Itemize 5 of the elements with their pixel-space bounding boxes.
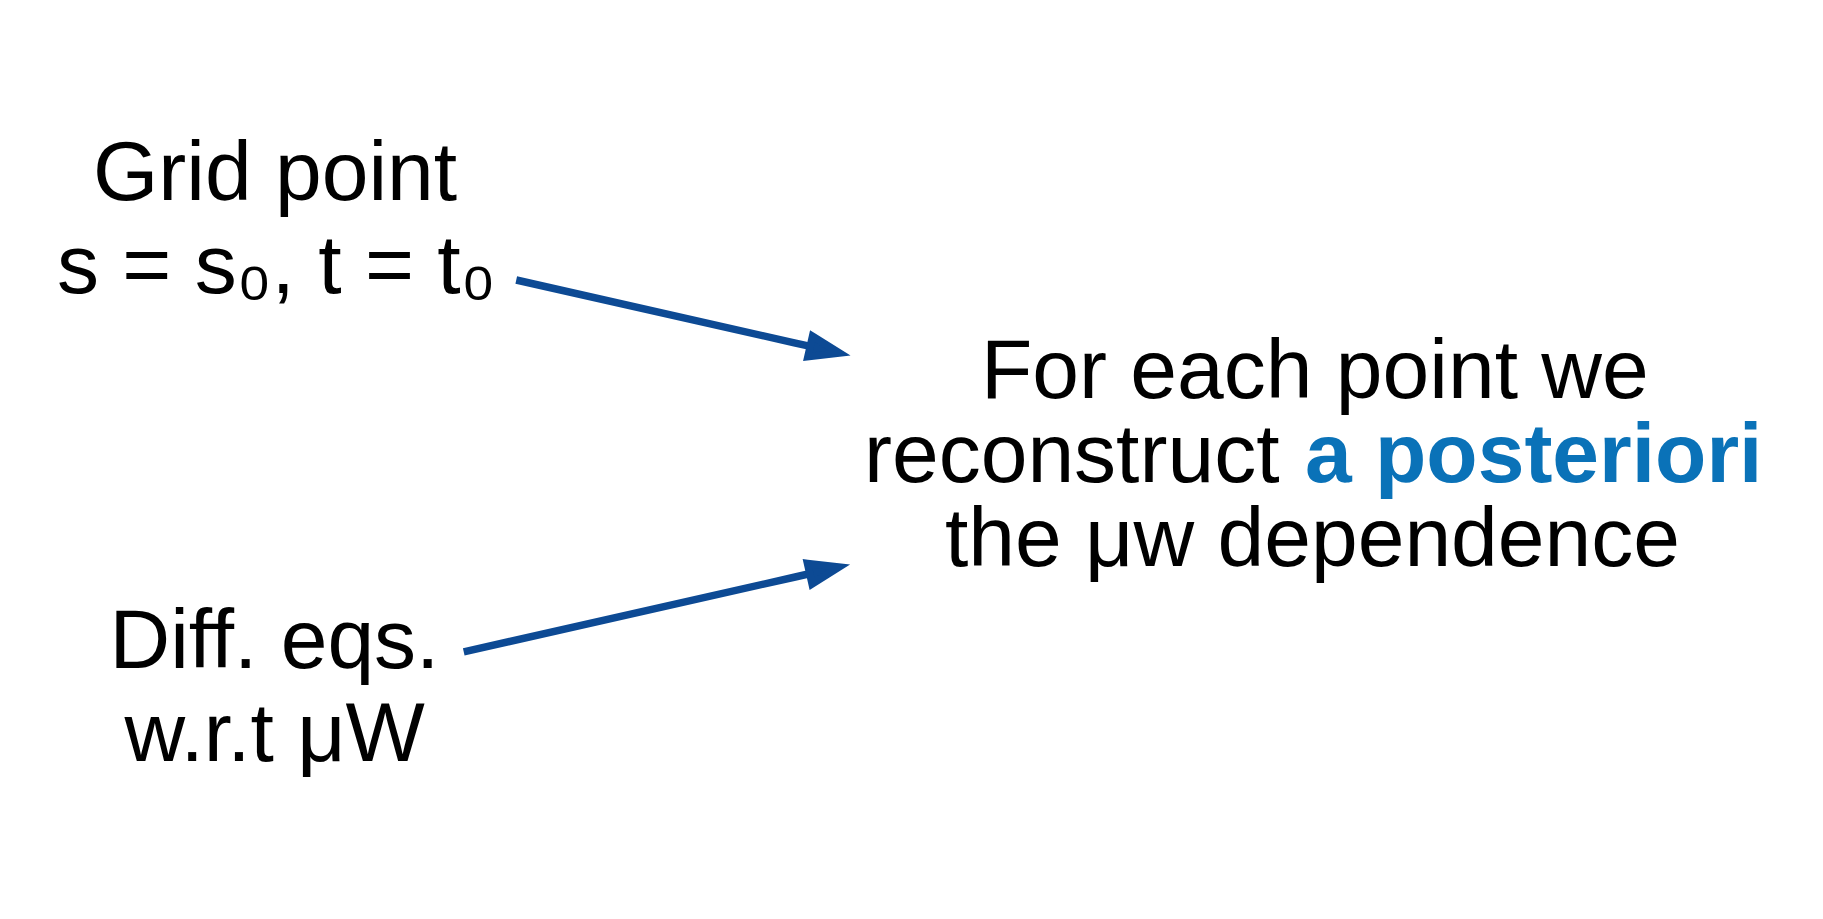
node-text: For each point we reconstruct a posteriori the μw dependence <box>863 321 1762 584</box>
arrow <box>514 275 851 361</box>
arrow <box>462 558 850 656</box>
node-text: Grid point s = s₀, t = t₀ <box>56 123 496 311</box>
node-text: Diff. eqs. w.r.t μW <box>109 591 439 779</box>
